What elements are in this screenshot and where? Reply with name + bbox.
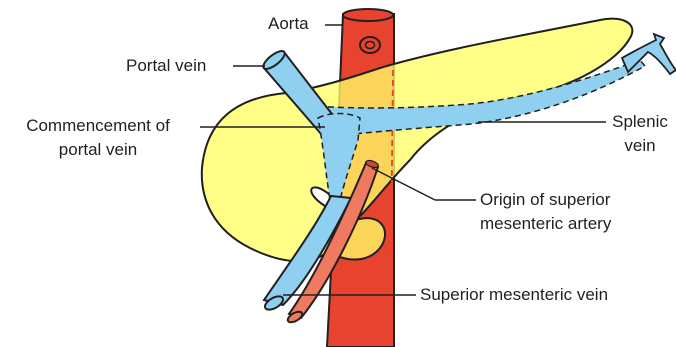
label-commencement-line2: portal vein bbox=[2, 138, 194, 161]
label-sma-line2: mesenteric artery bbox=[480, 212, 611, 235]
label-portal-vein: Portal vein bbox=[126, 54, 206, 77]
label-splenic-line2: vein bbox=[608, 134, 672, 157]
label-commencement-line1: Commencement of bbox=[2, 114, 194, 137]
label-splenic-line1: Splenic bbox=[608, 110, 672, 133]
label-aorta: Aorta bbox=[268, 12, 309, 35]
aorta-top-opening bbox=[343, 9, 393, 21]
label-superior-mesenteric-vein: Superior mesenteric vein bbox=[420, 283, 608, 306]
splenic-vein-branches bbox=[622, 34, 676, 74]
label-sma-line1: Origin of superior bbox=[480, 188, 610, 211]
